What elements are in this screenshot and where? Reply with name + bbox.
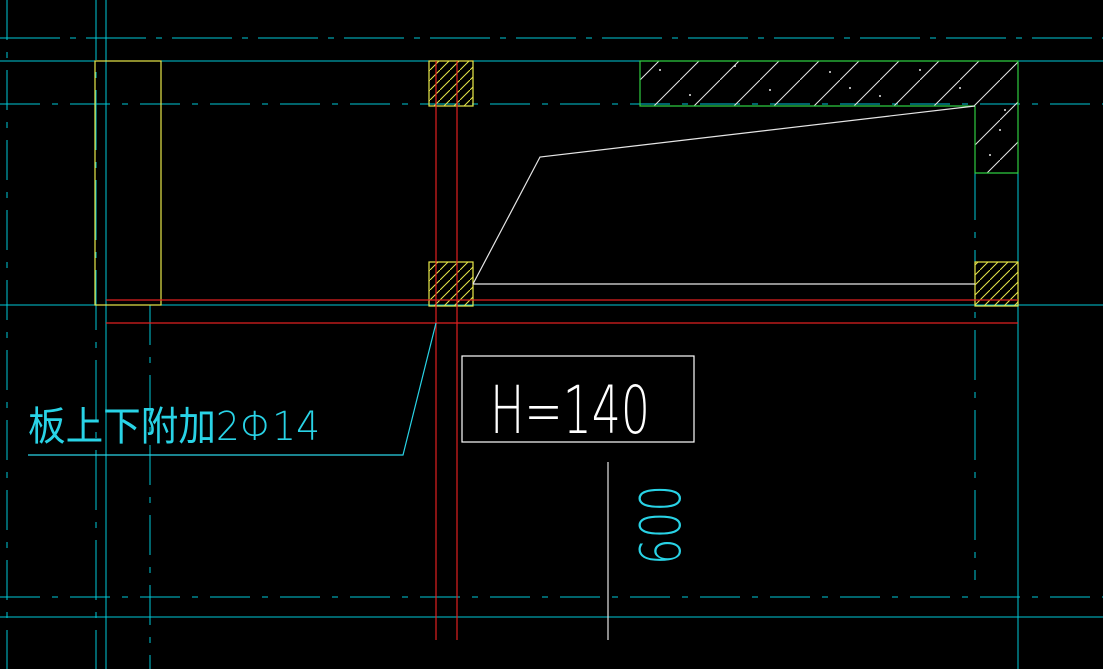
concrete-wall-section xyxy=(639,60,1019,174)
beam-lines xyxy=(106,61,1018,640)
slab-thickness-label: H=140 xyxy=(490,372,650,449)
dimension-label: 600 xyxy=(629,485,694,565)
rebar-note-label: 板上下附加2Φ14 xyxy=(28,404,320,450)
slab-edge xyxy=(472,105,976,285)
rebar-note-leader xyxy=(28,322,437,456)
slab-thickness-tag: H=140 xyxy=(461,355,695,449)
column-left xyxy=(94,60,162,306)
slab-thickness-box xyxy=(461,355,695,443)
concrete-dots xyxy=(659,65,1006,156)
column-bottom-right xyxy=(974,261,1019,307)
